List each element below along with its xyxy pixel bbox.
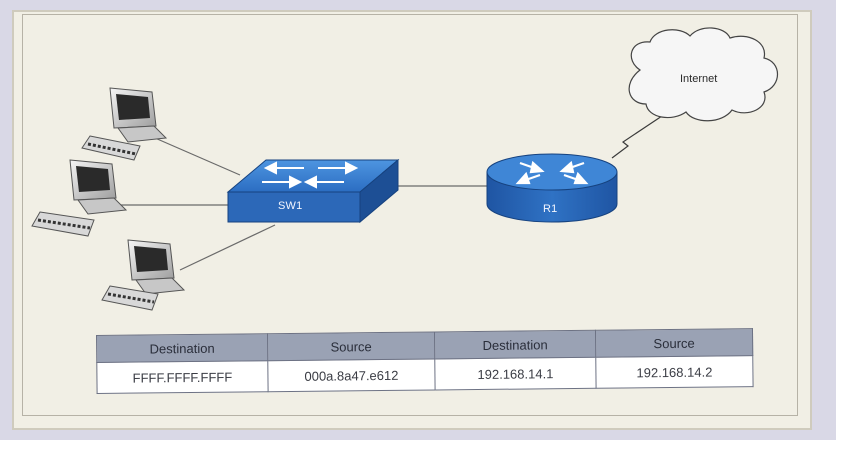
cell-dest-ip: 192.168.14.1 — [434, 357, 597, 390]
cell-dest-mac: FFFF.FFFF.FFFF — [96, 360, 269, 394]
router-label: R1 — [543, 203, 558, 215]
diagram-frame — [22, 14, 798, 416]
router-icon — [486, 153, 618, 223]
cell-src-mac: 000a.8a47.e612 — [267, 358, 436, 392]
header-dest-mac: Destination — [96, 333, 268, 363]
pc-icon — [31, 159, 128, 237]
cloud-icon — [628, 27, 779, 122]
link-pc1-sw1 — [154, 137, 241, 176]
switch-label: SW1 — [278, 200, 303, 212]
table-row: FFFF.FFFF.FFFF 000a.8a47.e612 192.168.14… — [96, 355, 754, 394]
pc-icon — [101, 239, 186, 311]
internet-label: Internet — [680, 73, 718, 85]
switch-icon — [226, 158, 400, 224]
header-src-ip: Source — [595, 328, 753, 358]
cell-src-ip: 192.168.14.2 — [595, 355, 754, 389]
pc-icon — [81, 87, 168, 161]
header-src-mac: Source — [267, 331, 435, 361]
link-pc3-sw1 — [179, 224, 276, 271]
frame-header-table: Destination Source Destination Source FF… — [96, 328, 754, 394]
links — [120, 113, 666, 271]
header-dest-ip: Destination — [434, 330, 596, 359]
serial-link-icon — [611, 113, 666, 159]
